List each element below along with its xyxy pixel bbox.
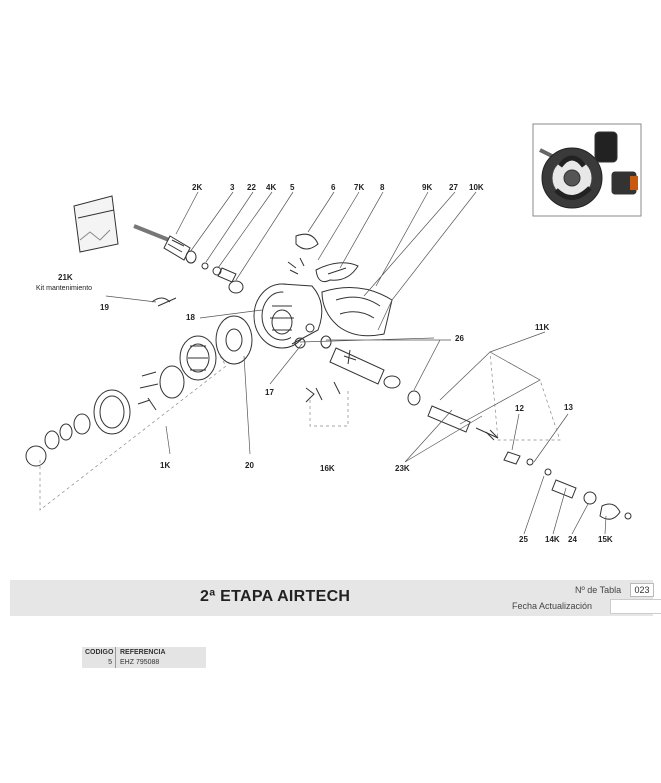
label-12: 12 — [515, 404, 524, 413]
label-10k: 10K — [469, 183, 484, 192]
maintenance-kit-bag — [73, 195, 119, 253]
label-18: 18 — [186, 313, 195, 322]
update-date-label: Fecha Actualización — [512, 601, 593, 611]
label-27: 27 — [449, 183, 458, 192]
label-8: 8 — [380, 183, 385, 192]
reference-header: REFERENCIA — [120, 649, 166, 656]
exploded-parts-diagram: 2K 3 22 4K 5 6 7K 8 9K 27 10K 21K Kit ma… — [25, 123, 642, 544]
code-value: 5 — [108, 659, 112, 666]
label-16k: 16K — [320, 464, 335, 473]
label-23k: 23K — [395, 464, 410, 473]
reference-table: CODIGO 5 REFERENCIA EHZ 795088 — [82, 647, 206, 668]
update-date-value — [610, 599, 661, 614]
label-2k: 2K — [192, 183, 202, 192]
page-title: 2ª ETAPA AIRTECH — [200, 588, 351, 605]
label-14k: 14K — [545, 535, 560, 544]
code-column: CODIGO 5 — [82, 647, 116, 668]
front-cover — [25, 335, 217, 467]
table-number-value: 023 — [630, 583, 654, 597]
label-26: 26 — [455, 334, 464, 343]
label-1k: 1K — [160, 461, 170, 470]
part-labels: 2K 3 22 4K 5 6 7K 8 9K 27 10K 21K Kit ma… — [36, 183, 613, 544]
label-9k: 9K — [422, 183, 432, 192]
label-15k: 15K — [598, 535, 613, 544]
label-22: 22 — [247, 183, 256, 192]
label-3: 3 — [230, 183, 235, 192]
regulator-photo — [532, 123, 642, 217]
hose-fitting — [133, 224, 191, 261]
label-20: 20 — [245, 461, 254, 470]
label-17: 17 — [265, 388, 274, 397]
title-bar: 2ª ETAPA AIRTECH Nº de Tabla 023 Fecha A… — [10, 580, 661, 616]
reference-value: EHZ 795088 — [120, 659, 160, 666]
kit-caption: Kit mantenimiento — [36, 285, 92, 292]
label-5: 5 — [290, 183, 295, 192]
label-24: 24 — [568, 535, 577, 544]
label-25: 25 — [519, 535, 528, 544]
label-21k: 21K — [58, 273, 73, 282]
code-header: CODIGO — [85, 649, 114, 656]
main-housing — [253, 283, 323, 349]
label-6: 6 — [331, 183, 336, 192]
label-11k: 11K — [535, 323, 549, 332]
table-number-label: Nº de Tabla — [575, 585, 622, 595]
label-4k: 4K — [266, 183, 276, 192]
label-19: 19 — [100, 303, 109, 312]
valve-assembly — [294, 323, 421, 406]
label-7k: 7K — [354, 183, 364, 192]
label-13: 13 — [564, 403, 573, 412]
